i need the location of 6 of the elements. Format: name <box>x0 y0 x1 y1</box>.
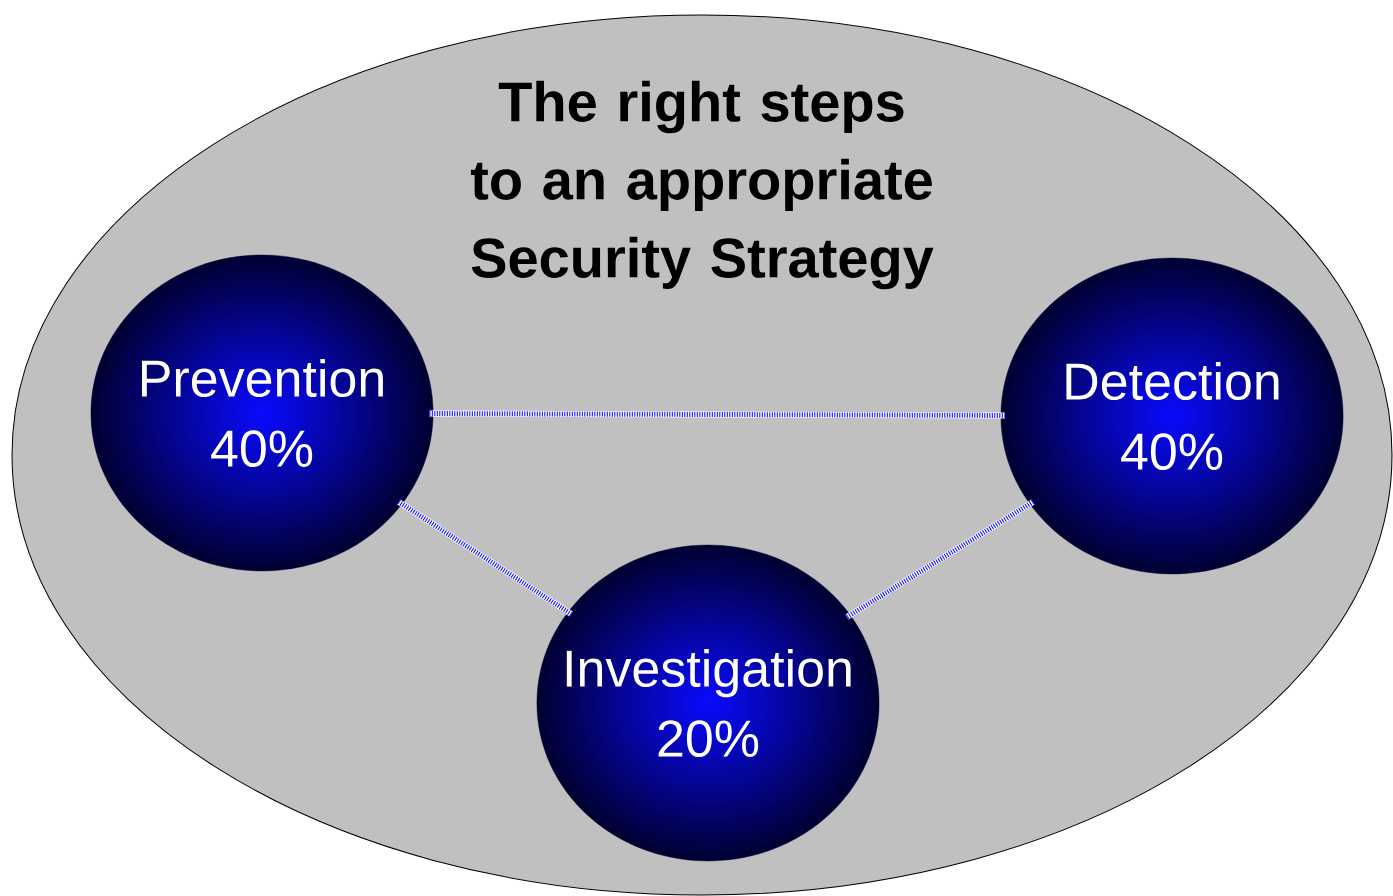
sphere: Investigation 20% <box>536 544 880 862</box>
sphere: Detection 40% <box>1000 257 1344 575</box>
dotted-connector <box>845 499 1035 620</box>
dotted-connector <box>397 499 573 617</box>
dotted-connector <box>429 410 1005 419</box>
sphere: Prevention 40% <box>90 254 434 572</box>
